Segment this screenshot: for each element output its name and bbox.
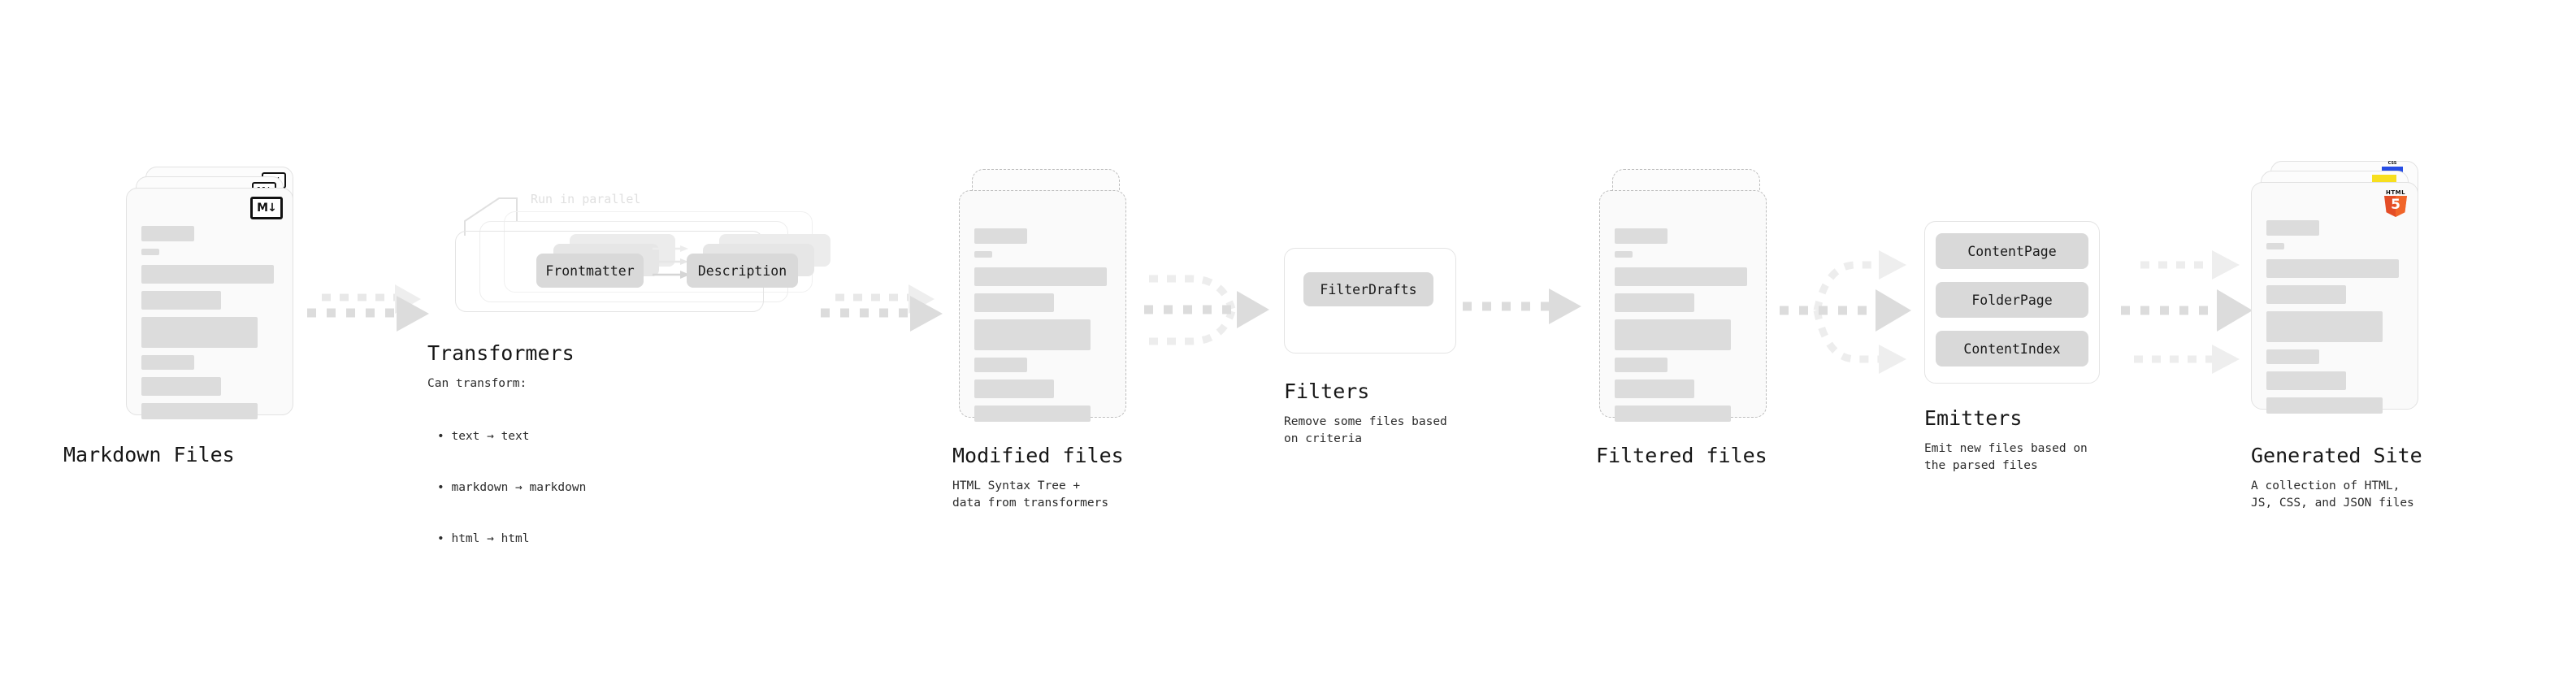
stage-bullets: • text → text • markdown → markdown • ht… bbox=[437, 394, 586, 582]
emitter-chip-folderpage[interactable]: FolderPage bbox=[1936, 282, 2088, 318]
connector-transformers-to-modified bbox=[821, 283, 951, 348]
stage-subtitle: Emit new files based on the parsed files bbox=[1924, 442, 2088, 472]
connector-md-to-transformers bbox=[307, 283, 437, 348]
generated-site-card-html: HTML 5 bbox=[2251, 182, 2418, 414]
fan-in-arrow-icon bbox=[1144, 275, 1269, 345]
markdown-file-card-front: M↓ bbox=[126, 188, 293, 419]
chip-label: ContentPage bbox=[1967, 243, 2057, 259]
bullet-item: • markdown → markdown bbox=[437, 481, 587, 494]
stage-title: Filtered files bbox=[1596, 444, 1767, 467]
transform-flow-arrows-icon bbox=[653, 245, 690, 279]
parallel-dashed-arrow-icon bbox=[307, 284, 429, 332]
stage-title: Filters bbox=[1284, 380, 1370, 403]
generated-site-stack: CSS HTML 5 bbox=[2251, 161, 2418, 414]
placeholder-lines bbox=[974, 228, 1111, 429]
markdown-icon: M↓ bbox=[250, 197, 283, 219]
stage-title: Modified files bbox=[952, 444, 1124, 467]
modified-file-stack bbox=[959, 169, 1126, 422]
emitter-chip-contentpage[interactable]: ContentPage bbox=[1936, 233, 2088, 269]
connector-emitters-to-site bbox=[2113, 236, 2267, 374]
filter-chip-filterdrafts[interactable]: FilterDrafts bbox=[1303, 272, 1433, 306]
stage-generated-site: CSS HTML 5 bbox=[2251, 161, 2422, 510]
connector-modified-to-filters bbox=[1138, 260, 1284, 366]
bullet-item: • html → html bbox=[437, 532, 530, 545]
transformer-chip-description[interactable]: Description bbox=[687, 254, 798, 288]
stage-title: Transformers bbox=[427, 341, 575, 365]
stage-title: Emitters bbox=[1924, 406, 2023, 430]
triple-dashed-arrow-icon bbox=[2121, 250, 2253, 374]
filtered-file-stack bbox=[1599, 169, 1767, 422]
stage-subtitle: Can transform: bbox=[427, 377, 527, 390]
stage-filtered-files: Filtered files bbox=[1596, 169, 1767, 467]
stage-markdown-files: M↓ M↓ M↓ Markdown Files bbox=[63, 167, 293, 466]
html5-icon: HTML 5 bbox=[2383, 189, 2408, 217]
emitter-chip-contentindex[interactable]: ContentIndex bbox=[1936, 331, 2088, 367]
chip-label: Frontmatter bbox=[545, 262, 635, 279]
css-icon: CSS bbox=[2382, 161, 2403, 172]
stage-subtitle: Remove some files based on criteria bbox=[1284, 415, 1447, 445]
stage-title: Markdown Files bbox=[63, 443, 235, 466]
stage-modified-files: Modified files HTML Syntax Tree + data f… bbox=[952, 169, 1126, 510]
chip-label: Description bbox=[697, 262, 787, 279]
filtered-file-card-front bbox=[1599, 190, 1767, 422]
modified-file-card-front bbox=[959, 190, 1126, 422]
stage-subtitle: HTML Syntax Tree + data from transformer… bbox=[952, 479, 1109, 510]
placeholder-lines bbox=[2266, 220, 2403, 421]
chip-label: FilterDrafts bbox=[1320, 281, 1417, 297]
parallel-dashed-arrow-icon bbox=[821, 284, 943, 332]
transformer-chip-frontmatter[interactable]: Frontmatter bbox=[536, 254, 644, 288]
chip-label: ContentIndex bbox=[1963, 340, 2061, 357]
fan-out-arrow-icon bbox=[1780, 250, 1911, 374]
stage-subtitle: A collection of HTML, JS, CSS, and JSON … bbox=[2251, 479, 2414, 510]
chip-label: FolderPage bbox=[1971, 292, 2053, 308]
run-in-parallel-label: Run in parallel bbox=[531, 192, 641, 206]
bullet-item: • text → text bbox=[437, 430, 530, 443]
placeholder-lines bbox=[1615, 228, 1751, 429]
stage-title: Generated Site bbox=[2251, 444, 2422, 467]
connector-filtered-to-emitters bbox=[1772, 236, 1926, 374]
connector-filters-to-filtered bbox=[1463, 288, 1593, 337]
markdown-file-stack: M↓ M↓ M↓ bbox=[126, 167, 293, 419]
parallel-bracket-icon bbox=[464, 197, 518, 236]
dashed-arrow-icon bbox=[1463, 288, 1581, 324]
placeholder-lines bbox=[141, 226, 278, 427]
